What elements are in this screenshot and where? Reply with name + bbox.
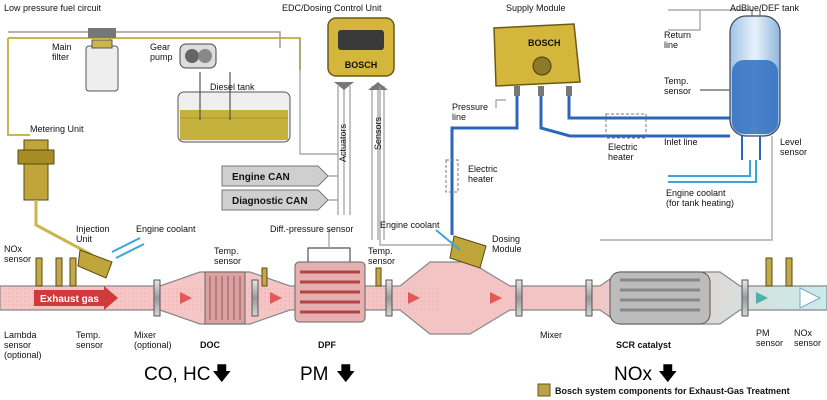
supply-brand: BOSCH <box>528 38 561 48</box>
svg-text:Level: Level <box>780 137 802 147</box>
legend-swatch <box>537 383 551 397</box>
adblue-tank <box>600 9 781 241</box>
svg-text:NOx: NOx <box>794 328 813 338</box>
svg-text:Injection: Injection <box>76 224 110 234</box>
svg-text:sensor: sensor <box>368 256 395 266</box>
svg-text:Unit: Unit <box>76 234 93 244</box>
svg-text:Engine CAN: Engine CAN <box>232 172 290 183</box>
svg-text:sensor: sensor <box>4 340 31 350</box>
svg-text:Electric: Electric <box>468 164 498 174</box>
co-hc-reduction: CO, HC <box>144 364 211 385</box>
svg-text:Supply Module: Supply Module <box>506 3 566 13</box>
svg-text:(for tank heating): (for tank heating) <box>666 198 734 208</box>
exhaust-pipe: Exhaust gas <box>0 229 827 335</box>
edc-brand: BOSCH <box>345 60 378 70</box>
adblue-lines <box>379 86 730 246</box>
engine-coolant-lines <box>111 237 145 259</box>
pm-reduction: PM <box>300 364 329 385</box>
labels: Low pressure fuel circuit Main filter Ge… <box>4 3 821 360</box>
svg-text:Actuators: Actuators <box>338 123 348 162</box>
gear-pump <box>179 43 217 69</box>
svg-text:Metering Unit: Metering Unit <box>30 124 84 134</box>
svg-text:pump: pump <box>150 52 173 62</box>
svg-text:EDC/Dosing Control Unit: EDC/Dosing Control Unit <box>282 3 382 13</box>
low-pressure-fuel-circuit <box>7 28 301 279</box>
svg-text:Diagnostic CAN: Diagnostic CAN <box>232 196 308 207</box>
svg-text:Temp.: Temp. <box>214 246 239 256</box>
legend-text: Bosch system components for Exhaust-Gas … <box>555 386 790 396</box>
diesel-tank <box>177 72 291 143</box>
svg-text:Engine coolant: Engine coolant <box>136 224 196 234</box>
svg-text:sensor: sensor <box>4 254 31 264</box>
svg-text:Sensors: Sensors <box>373 116 383 150</box>
main-filter <box>85 28 119 92</box>
svg-text:Electric: Electric <box>608 142 638 152</box>
nox-reduction: NOx <box>614 364 653 385</box>
svg-text:SCR catalyst: SCR catalyst <box>616 340 671 350</box>
dosing-module <box>435 229 487 269</box>
svg-text:Lambda: Lambda <box>4 330 37 340</box>
svg-text:Module: Module <box>492 244 522 254</box>
metering-unit <box>7 120 93 257</box>
svg-text:Diff.-pressure sensor: Diff.-pressure sensor <box>270 224 353 234</box>
svg-text:Diesel tank: Diesel tank <box>210 82 255 92</box>
svg-text:heater: heater <box>608 152 634 162</box>
svg-text:DPF: DPF <box>318 340 337 350</box>
svg-text:Mixer: Mixer <box>134 330 156 340</box>
svg-text:heater: heater <box>468 174 494 184</box>
injection-unit <box>77 249 113 279</box>
svg-text:sensor: sensor <box>794 338 821 348</box>
dpf <box>294 261 366 323</box>
svg-text:Temp.: Temp. <box>664 76 689 86</box>
exhaust-sensors <box>35 230 793 287</box>
svg-text:(optional): (optional) <box>134 340 172 350</box>
svg-text:sensor: sensor <box>756 338 783 348</box>
svg-text:NOx: NOx <box>4 244 23 254</box>
legend: Bosch system components for Exhaust-Gas … <box>537 383 790 397</box>
svg-text:Return: Return <box>664 30 691 40</box>
svg-text:Inlet line: Inlet line <box>664 137 698 147</box>
svg-text:Temp.: Temp. <box>368 246 393 256</box>
svg-text:line: line <box>664 40 678 50</box>
svg-text:Main: Main <box>52 42 72 52</box>
svg-text:line: line <box>452 112 466 122</box>
svg-text:sensor: sensor <box>214 256 241 266</box>
edc-dosing-control-unit: BOSCH <box>299 17 395 240</box>
svg-text:Gear: Gear <box>150 42 170 52</box>
svg-text:DOC: DOC <box>200 340 221 350</box>
svg-text:Engine coolant: Engine coolant <box>380 220 440 230</box>
svg-text:Temp.: Temp. <box>76 330 101 340</box>
svg-text:(optional): (optional) <box>4 350 42 360</box>
svg-text:AdBlue/DEF tank: AdBlue/DEF tank <box>730 3 800 13</box>
svg-text:sensor: sensor <box>76 340 103 350</box>
svg-text:Low pressure fuel circuit: Low pressure fuel circuit <box>4 3 102 13</box>
svg-text:filter: filter <box>52 52 69 62</box>
svg-text:PM: PM <box>756 328 770 338</box>
svg-text:Engine coolant: Engine coolant <box>666 188 726 198</box>
svg-text:Pressure: Pressure <box>452 102 488 112</box>
supply-module: BOSCH <box>493 23 581 96</box>
svg-text:Exhaust gas: Exhaust gas <box>40 294 99 305</box>
nox-down-arrow-icon: 🡇 <box>658 364 678 385</box>
svg-text:Dosing: Dosing <box>492 234 520 244</box>
svg-text:sensor: sensor <box>664 86 691 96</box>
svg-text:Mixer: Mixer <box>540 330 562 340</box>
diagnostic-can-box: Diagnostic CAN <box>221 189 329 211</box>
svg-text:sensor: sensor <box>780 147 807 157</box>
reduction-labels: CO, HC 🡇 PM 🡇 NOx 🡇 <box>144 364 678 385</box>
engine-can-box: Engine CAN <box>221 165 329 187</box>
pm-down-arrow-icon: 🡇 <box>336 364 356 385</box>
co-hc-down-arrow-icon: 🡇 <box>212 364 232 385</box>
